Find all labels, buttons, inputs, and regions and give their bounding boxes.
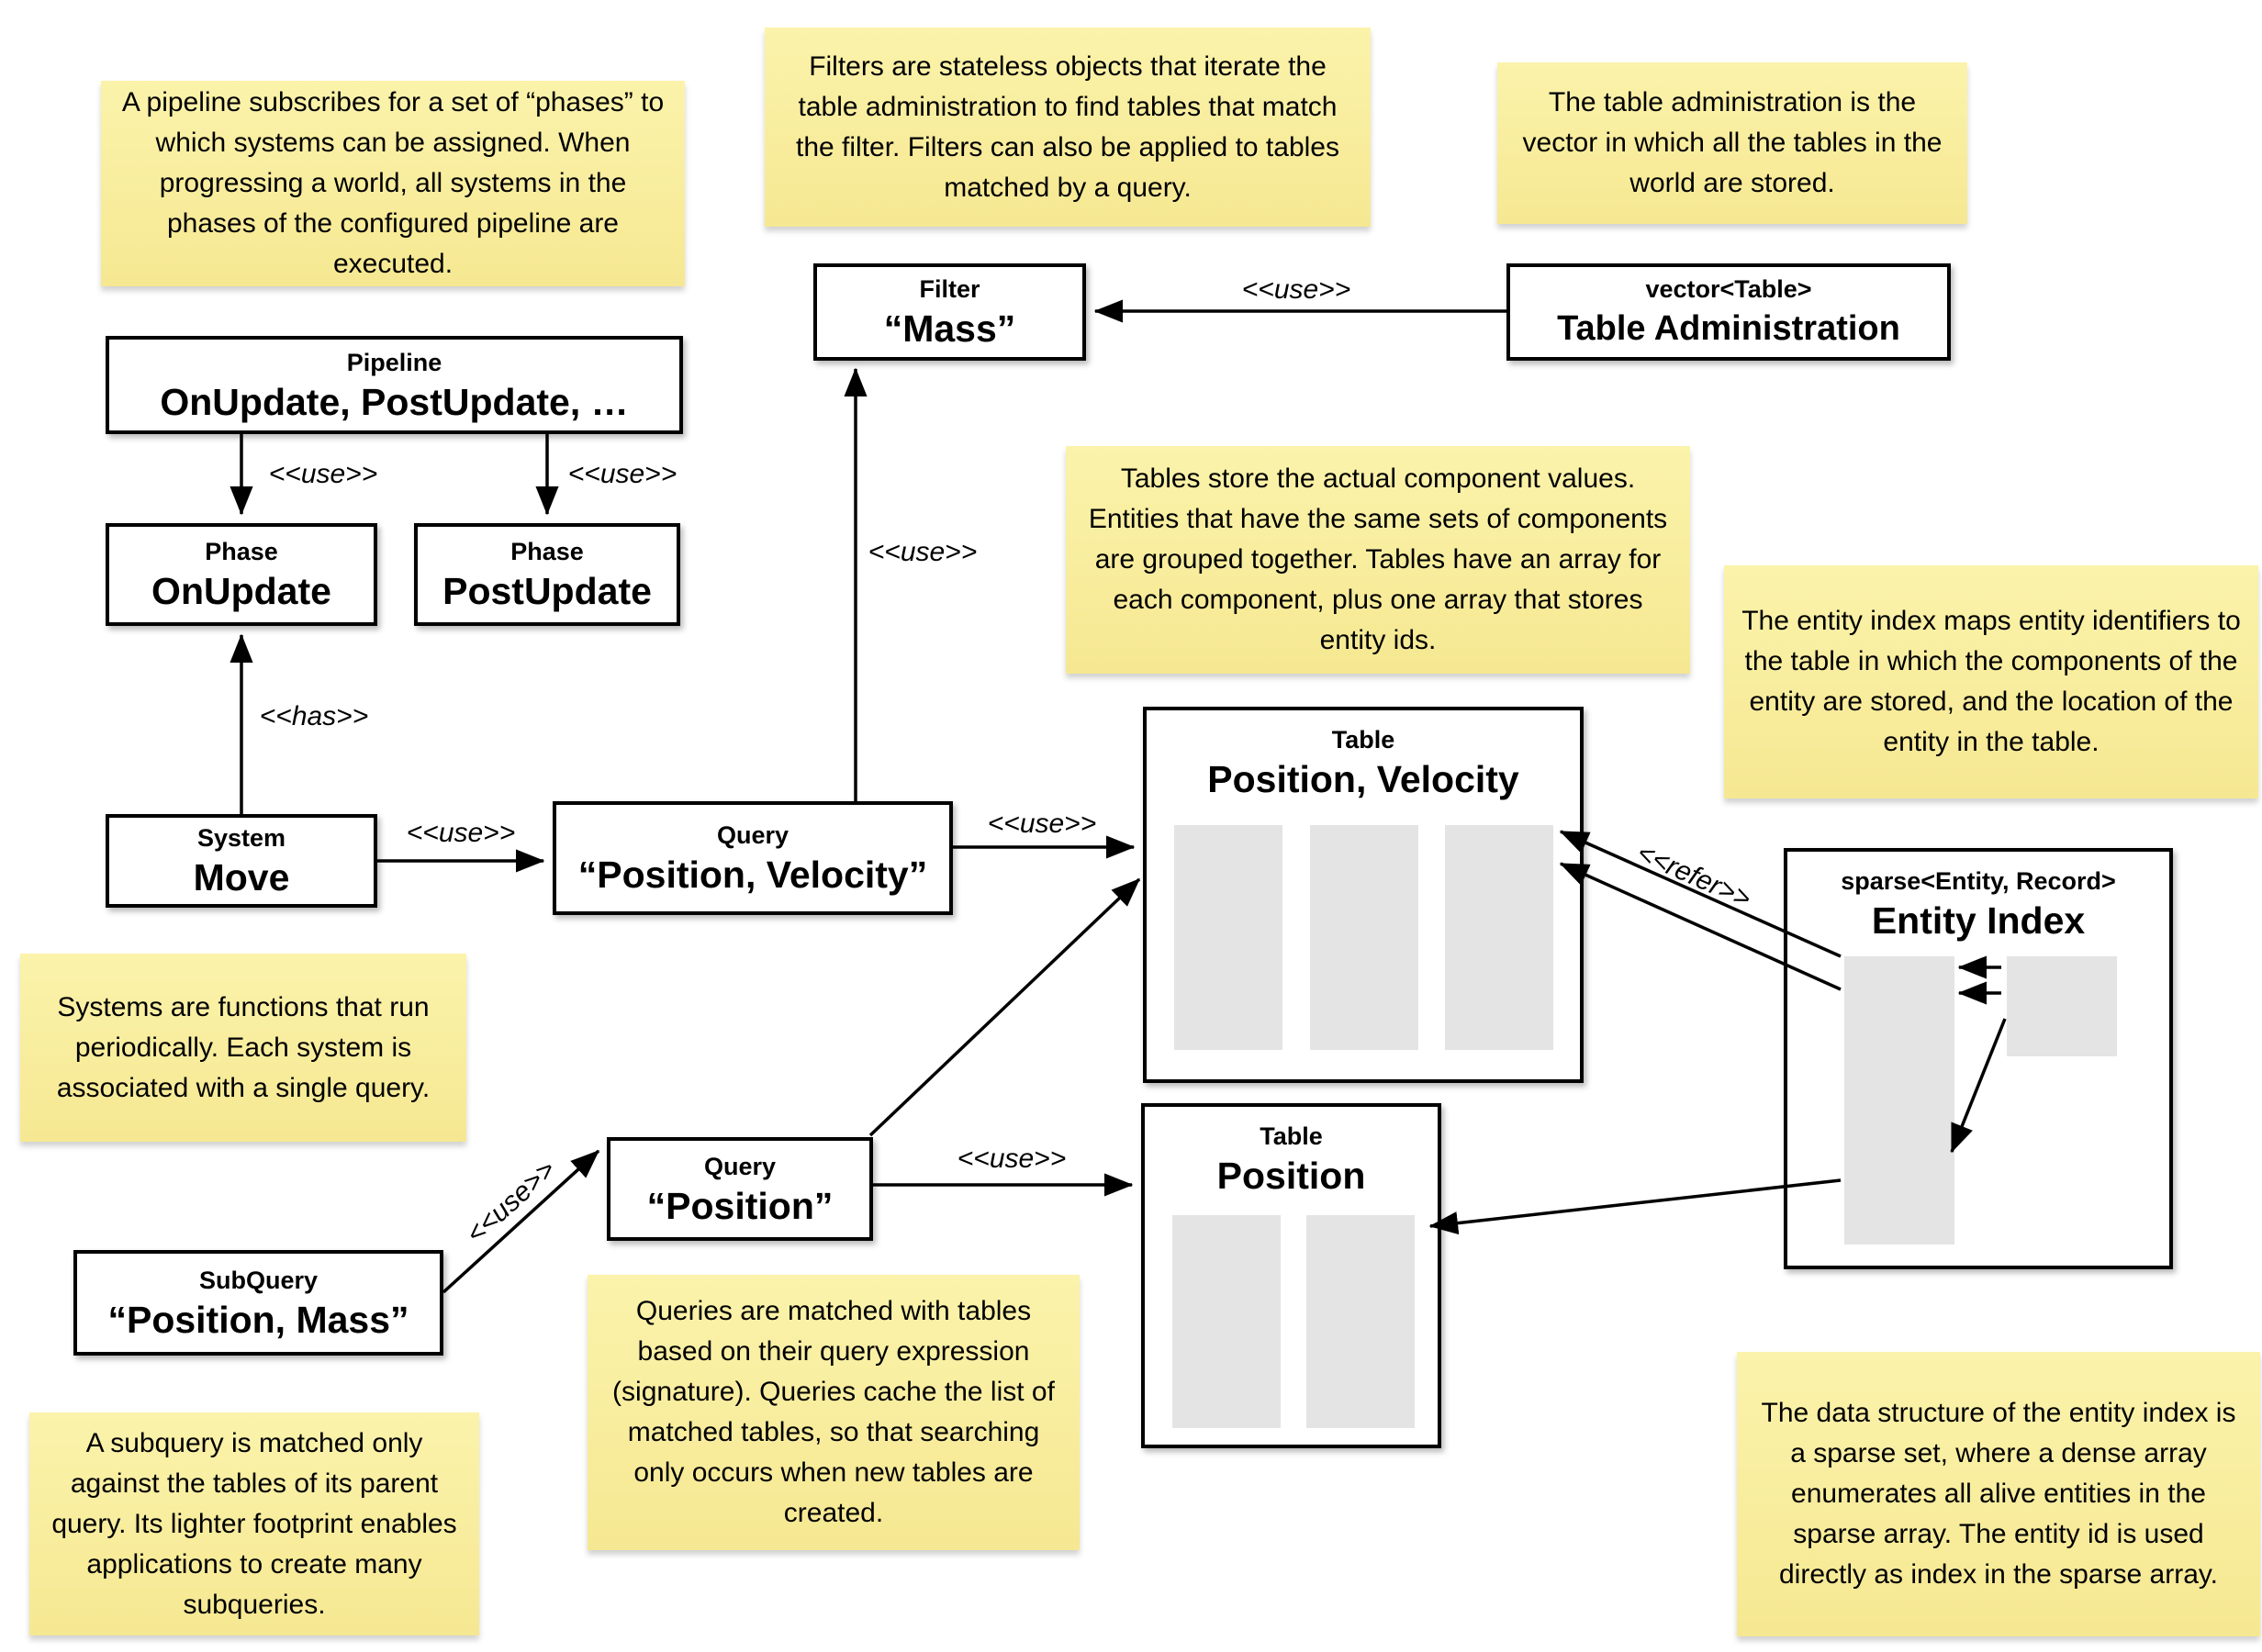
table-position-velocity-title: Table [1331,726,1395,753]
note-table-administration: The table administration is the vector i… [1497,62,1967,224]
component-array-column [1174,825,1282,1050]
note-entity-index: The entity index maps entity identifiers… [1724,565,2258,798]
edge-label-use-system-query: <<use>> [406,818,516,848]
phase-postupdate-box: Phase PostUpdate [414,523,680,626]
subquery-title: SubQuery [198,1266,319,1294]
query-position-box: Query “Position” [607,1137,873,1241]
dense-array-block [2007,956,2117,1056]
query-position-velocity-title: Query [716,821,789,849]
query-position-title: Query [703,1152,777,1180]
table-position-velocity-value: Position, Velocity [1207,758,1519,800]
note-tables: Tables store the actual component values… [1066,446,1690,674]
edge-label-use-admin-filter: <<use>> [1241,274,1351,305]
edge-label-use-pipeline-postupdate: <<use>> [567,459,677,489]
query-position-velocity-box: Query “Position, Velocity” [553,801,953,915]
edge-label-use-pipeline-onupdate: <<use>> [268,459,378,489]
phase-onupdate-box: Phase OnUpdate [106,523,377,626]
edge-label-use-subquery-queryp: <<use>> [460,1154,562,1250]
component-array-column [1310,825,1418,1050]
system-move-title: System [196,824,286,852]
note-subquery: A subquery is matched only against the t… [29,1412,479,1635]
phase-postupdate-title: Phase [510,538,584,565]
note-queries: Queries are matched with tables based on… [588,1275,1080,1550]
note-pipeline: A pipeline subscribes for a set of “phas… [101,81,685,286]
arrow-index-to-tablep [1428,1178,1842,1235]
table-administration-box: vector<Table> Table Administration [1506,263,1951,361]
table-position-box: Table Position [1141,1103,1441,1448]
pipeline-box: Pipeline OnUpdate, PostUpdate, … [106,336,683,434]
system-move-value: Move [193,856,290,899]
table-administration-value: Table Administration [1557,309,1900,348]
edge-label-refer-index-tablepv: <<refer>> [1632,837,1756,915]
entity-index-box: sparse<Entity, Record> Entity Index [1784,848,2173,1269]
note-filters: Filters are stateless objects that itera… [765,28,1371,227]
edge-label-use-querypv-tablepv: <<use>> [987,809,1097,839]
entity-index-title: sparse<Entity, Record> [1841,867,2116,895]
query-position-velocity-value: “Position, Velocity” [577,854,928,896]
table-position-velocity-box: Table Position, Velocity [1143,707,1584,1083]
subquery-value: “Position, Mass” [107,1298,409,1341]
edge-label-use-queryp-tablep: <<use>> [957,1144,1067,1174]
subquery-box: SubQuery “Position, Mass” [73,1250,443,1356]
phase-onupdate-title: Phase [205,538,278,565]
pipeline-box-title: Pipeline [346,348,442,376]
note-systems: Systems are functions that run periodica… [20,954,466,1142]
phase-postupdate-value: PostUpdate [442,570,652,612]
arrow-queryp-to-tablepv [868,877,1141,1137]
filter-mass-value: “Mass” [883,307,1016,350]
note-sparse-set: The data structure of the entity index i… [1737,1352,2260,1636]
table-position-value: Position [1216,1155,1366,1197]
component-array-column [1445,825,1553,1050]
filter-mass-title: Filter [919,275,980,303]
edge-label-has-system-phase: <<has>> [259,701,369,731]
table-administration-title: vector<Table> [1645,275,1812,303]
entity-index-value: Entity Index [1871,899,2086,942]
edge-label-use-query-filter: <<use>> [868,537,978,567]
phase-onupdate-value: OnUpdate [151,570,331,612]
pipeline-box-value: OnUpdate, PostUpdate, … [160,380,629,423]
system-move-box: System Move [106,814,377,908]
query-position-value: “Position” [646,1184,834,1227]
filter-mass-box: Filter “Mass” [813,263,1086,361]
table-position-title: Table [1260,1122,1323,1150]
component-array-column [1306,1215,1415,1428]
component-array-column [1172,1215,1281,1428]
sparse-array-column [1844,956,1954,1245]
